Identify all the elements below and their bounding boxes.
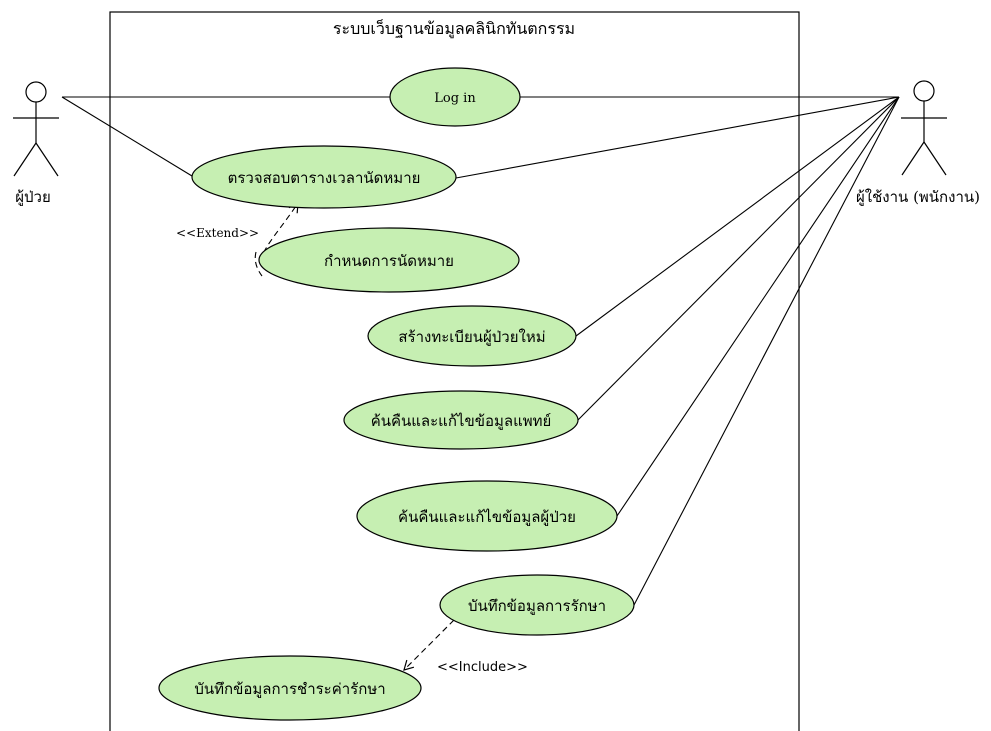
use-case-check-schedule-label: ตรวจสอบตารางเวลานัดหมาย [228, 169, 421, 187]
assoc-patient-check-schedule [61, 96, 193, 177]
use-case-edit-patient[interactable]: ค้นคืนและแก้ไขข้อมูลผู้ป่วย [356, 480, 618, 552]
system-boundary [109, 11, 800, 731]
associations [61, 96, 900, 606]
use-case-record-treatment[interactable]: บันทึกข้อมูลการรักษา [439, 574, 635, 636]
use-case-check-schedule[interactable]: ตรวจสอบตารางเวลานัดหมาย [191, 145, 457, 209]
actor-staff-right-leg [923, 141, 947, 176]
extend-arrow-tail [254, 251, 263, 277]
include-label: <<Include>> [437, 660, 528, 675]
assoc-staff-register [575, 96, 900, 337]
actor-patient[interactable]: ผู้ป่วย [13, 81, 59, 206]
actor-staff-head [913, 80, 935, 102]
use-case-set-appointment-label: กำหนดการนัดหมาย [324, 252, 454, 270]
use-case-login-label: Log in [434, 91, 476, 106]
assoc-staff-edit-patient [616, 96, 900, 517]
actor-staff[interactable]: ผู้ใช้งาน (พนักงาน) [856, 80, 980, 206]
use-case-edit-patient-shape [356, 480, 618, 552]
use-case-edit-doctor[interactable]: ค้นคืนและแก้ไขข้อมูลแพทย์ [343, 390, 579, 450]
include-arrow [403, 619, 455, 671]
use-case-record-treatment-label: บันทึกข้อมูลการรักษา [468, 597, 606, 615]
use-case-register-patient-shape [367, 305, 577, 367]
use-case-record-treatment-shape [439, 574, 635, 636]
use-case-edit-patient-label: ค้นคืนและแก้ไขข้อมูลผู้ป่วย [398, 508, 576, 526]
use-case-login[interactable]: Log in [389, 67, 521, 127]
use-case-set-appointment[interactable]: กำหนดการนัดหมาย [258, 227, 520, 293]
actor-patient-head [25, 81, 47, 103]
actor-patient-left-leg [13, 142, 37, 177]
use-case-register-patient-label: สร้างทะเบียนผู้ป่วยใหม่ [398, 328, 545, 346]
assoc-staff-check-schedule [455, 96, 900, 179]
assoc-staff-record-treatment [633, 96, 900, 606]
use-case-set-appointment-shape [258, 227, 520, 293]
actor-patient-name: ผู้ป่วย [15, 188, 51, 206]
system-title: ระบบเว็บฐานข้อมูลคลินิกทันตกรรม [333, 18, 575, 39]
actor-staff-left-leg [901, 141, 925, 176]
assoc-staff-edit-doctor [577, 96, 900, 421]
use-case-check-schedule-shape [191, 145, 457, 209]
actor-patient-right-leg [35, 142, 59, 177]
use-case-login-shape [389, 67, 521, 127]
use-case-edit-doctor-shape [343, 390, 579, 450]
actor-staff-name: ผู้ใช้งาน (พนักงาน) [856, 188, 980, 206]
use-case-record-payment-shape [158, 655, 422, 721]
use-case-register-patient[interactable]: สร้างทะเบียนผู้ป่วยใหม่ [367, 305, 577, 367]
extend-label: <<Extend>> [176, 226, 259, 240]
use-case-edit-doctor-label: ค้นคืนและแก้ไขข้อมูลแพทย์ [371, 412, 552, 430]
use-case-record-payment-label: บันทึกข้อมูลการชำระค่ารักษา [194, 680, 385, 698]
use-case-record-payment[interactable]: บันทึกข้อมูลการชำระค่ารักษา [158, 655, 422, 721]
